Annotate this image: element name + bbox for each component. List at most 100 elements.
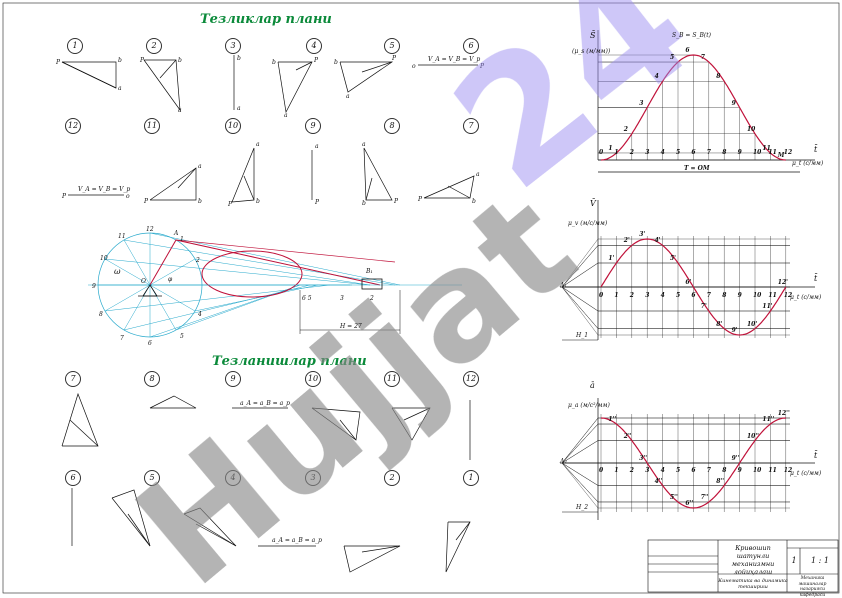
v-tick-10: 10 — [753, 292, 762, 299]
acc-pos-7: 7 — [65, 371, 81, 387]
svg-text:a: a — [256, 141, 260, 148]
svg-text:b: b — [334, 59, 338, 66]
s-period: T = OM — [684, 165, 710, 172]
acc-pos-9: 9 — [225, 371, 241, 387]
v-scale: μ_v (м/с/мм) — [568, 220, 608, 227]
svg-text:P: P — [314, 199, 320, 206]
s-tick-10: 10 — [753, 149, 762, 156]
svg-text:8: 8 — [99, 311, 103, 318]
s-y-label: S̄ — [590, 31, 596, 40]
v-pt-6: 7' — [700, 303, 707, 310]
svg-text:P: P — [227, 201, 233, 208]
s-pt-4: 5 — [670, 54, 675, 62]
velocity-equation-6: V_A = V_B = V_p — [428, 56, 481, 63]
v-tick-11: 11 — [768, 292, 777, 299]
s-tick-2: 2 — [629, 149, 634, 156]
v-tick-7: 7 — [706, 292, 711, 299]
s-pt-8: 9 — [731, 99, 736, 107]
svg-text:P: P — [61, 193, 67, 200]
vel-pos-9: 9 — [305, 118, 321, 134]
svg-text:P: P — [479, 63, 485, 70]
title-block-scale: 1 : 1 — [811, 556, 829, 565]
a-pt-1: 2'' — [623, 432, 632, 440]
svg-text:4: 4 — [197, 311, 202, 318]
svg-text:6: 6 — [148, 340, 152, 347]
a-y-label: ā — [590, 381, 595, 390]
v-graph-grid — [598, 236, 790, 338]
a-tick-12: 12 — [783, 467, 793, 474]
a-tick-2: 2 — [629, 467, 634, 474]
svg-text:a: a — [284, 112, 288, 119]
vel-pos-6: 6 — [463, 38, 479, 54]
a-pt-7: 8'' — [716, 477, 725, 485]
title-block-frame — [647, 539, 839, 593]
acc-pos-12: 12 — [463, 371, 479, 387]
svg-text:o: o — [126, 193, 130, 200]
acc-pos-10: 10 — [305, 371, 321, 387]
s-pt-7: 8 — [716, 73, 721, 81]
acc-pos-11: 11 — [384, 371, 400, 387]
v-tick-9: 9 — [737, 292, 742, 299]
a-tick-4: 4 — [660, 467, 665, 474]
a-tick-8: 8 — [722, 467, 727, 474]
s-tick-5: 5 — [676, 149, 681, 156]
acc-pos-2: 2 — [384, 470, 400, 486]
vel-pos-4: 4 — [306, 38, 322, 54]
s-tick-6: 6 — [691, 149, 696, 156]
a-scale: μ_a (м/с²/мм) — [568, 402, 610, 409]
a-tick-10: 10 — [753, 467, 762, 474]
a-tick-3: 3 — [645, 467, 650, 474]
s-pt-1: 2 — [623, 125, 628, 133]
svg-text:Hujjat: Hujjat — [106, 160, 607, 596]
svg-text:b: b — [472, 198, 476, 205]
a-pt-11: 12'' — [777, 410, 790, 417]
v-pt-10: 11' — [762, 303, 773, 310]
svg-text:b: b — [198, 198, 202, 205]
svg-text:a: a — [476, 171, 480, 178]
acc-pos-4: 4 — [225, 470, 241, 486]
svg-text:2: 2 — [369, 295, 374, 302]
s-pt-5: 6 — [685, 47, 690, 54]
velocity-plan-title: Тезликлар плани — [200, 12, 332, 27]
svg-text:b: b — [178, 57, 182, 64]
a-pt-0: 1'' — [608, 416, 617, 424]
v-tick-4: 4 — [660, 292, 665, 299]
a-tick-9: 9 — [737, 467, 742, 474]
v-tick-6: 6 — [691, 292, 696, 299]
s-tick-9: 9 — [737, 149, 742, 156]
s-curve — [600, 54, 786, 161]
svg-text:b: b — [237, 55, 241, 62]
svg-text:2: 2 — [195, 257, 200, 264]
svg-text:a: a — [178, 107, 182, 114]
v-pt-4: 5' — [670, 255, 677, 262]
s-tick-4: 4 — [660, 149, 665, 156]
velocity-equation-12: V_A = V_B = V_p — [78, 186, 131, 193]
a-graph-rays — [561, 417, 599, 509]
s-pt-2: 3 — [639, 99, 644, 107]
s-pt-6: 7 — [700, 54, 705, 62]
vel-pos-11: 11 — [144, 118, 160, 134]
svg-text:P: P — [55, 59, 61, 66]
a-tick-6: 6 — [691, 467, 696, 474]
v-x-scale: μ_t (с/мм) — [790, 294, 822, 301]
svg-text:10: 10 — [100, 255, 108, 262]
title-block-sheet: 1 — [791, 556, 797, 565]
a-pt-6: 7'' — [700, 493, 709, 501]
vel-pos-5: 5 — [384, 38, 400, 54]
svg-text:b: b — [118, 57, 122, 64]
svg-text:a: a — [237, 105, 241, 112]
v-pt-11: 12' — [777, 279, 788, 286]
a-tick-7: 7 — [706, 467, 711, 474]
a-tick-11: 11 — [768, 467, 777, 474]
mech-point-a: A — [174, 230, 179, 237]
svg-text:3: 3 — [340, 295, 344, 302]
a-x-scale: μ_t (с/мм) — [790, 470, 822, 477]
a-pt-10: 11'' — [762, 416, 775, 424]
svg-text:a: a — [315, 143, 319, 150]
velocity-polygons — [61, 55, 478, 203]
mech-point-o: O — [141, 278, 146, 285]
v-pole: H_1 — [576, 332, 589, 339]
v-pt-3: 4' — [654, 237, 661, 245]
